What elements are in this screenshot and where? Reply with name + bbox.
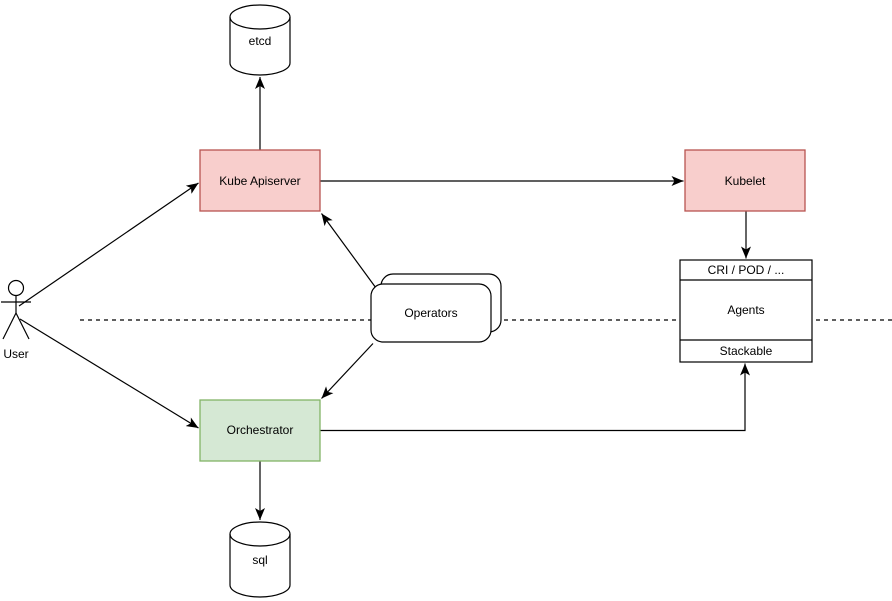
kubelet-box bbox=[684, 149, 806, 212]
etcd-cylinder-lid bbox=[229, 16, 291, 30]
sql-label: sql bbox=[252, 553, 267, 567]
node-kubelet[interactable]: Kubelet bbox=[684, 149, 806, 212]
operators-front-card bbox=[370, 283, 492, 343]
sql-cylinder-lid bbox=[229, 533, 291, 547]
etcd-cylinder-shape bbox=[229, 4, 291, 76]
edge-orchestrator-to-stackable bbox=[320, 363, 750, 432]
edge-operators-to-orchestrator bbox=[321, 343, 374, 399]
agents-title-label: Agents bbox=[727, 303, 764, 317]
edge-user-to-orchestrator bbox=[19, 318, 199, 429]
user-label: User bbox=[3, 347, 28, 361]
node-agents[interactable]: CRI / POD / ... Agents Stackable bbox=[679, 259, 813, 363]
orchestrator-label: Orchestrator bbox=[227, 423, 294, 437]
agents-box bbox=[679, 259, 813, 363]
kube-apiserver-box bbox=[199, 149, 321, 212]
node-user[interactable]: User bbox=[1, 279, 31, 362]
edge-operators-to-kube-apiserver bbox=[321, 213, 377, 289]
node-etcd[interactable]: etcd bbox=[229, 4, 291, 76]
orchestrator-box bbox=[199, 399, 321, 462]
sql-cylinder-shape bbox=[229, 521, 291, 598]
node-sql[interactable]: sql bbox=[229, 521, 291, 598]
kubelet-label: Kubelet bbox=[725, 174, 766, 188]
etcd-label: etcd bbox=[249, 34, 272, 48]
agents-footer-label: Stackable bbox=[720, 344, 773, 358]
user-actor-head bbox=[7, 279, 25, 297]
edge-user-to-kube-apiserver bbox=[18, 182, 199, 307]
agents-header-label: CRI / POD / ... bbox=[708, 263, 785, 277]
node-orchestrator[interactable]: Orchestrator bbox=[199, 399, 321, 462]
user-actor-left-leg bbox=[2, 312, 17, 340]
node-kube-apiserver[interactable]: Kube Apiserver bbox=[199, 149, 321, 212]
node-operators[interactable]: Operators bbox=[370, 273, 502, 343]
kube-apiserver-label: Kube Apiserver bbox=[219, 174, 300, 188]
operators-label: Operators bbox=[404, 306, 457, 320]
user-actor-right-leg bbox=[15, 312, 30, 340]
